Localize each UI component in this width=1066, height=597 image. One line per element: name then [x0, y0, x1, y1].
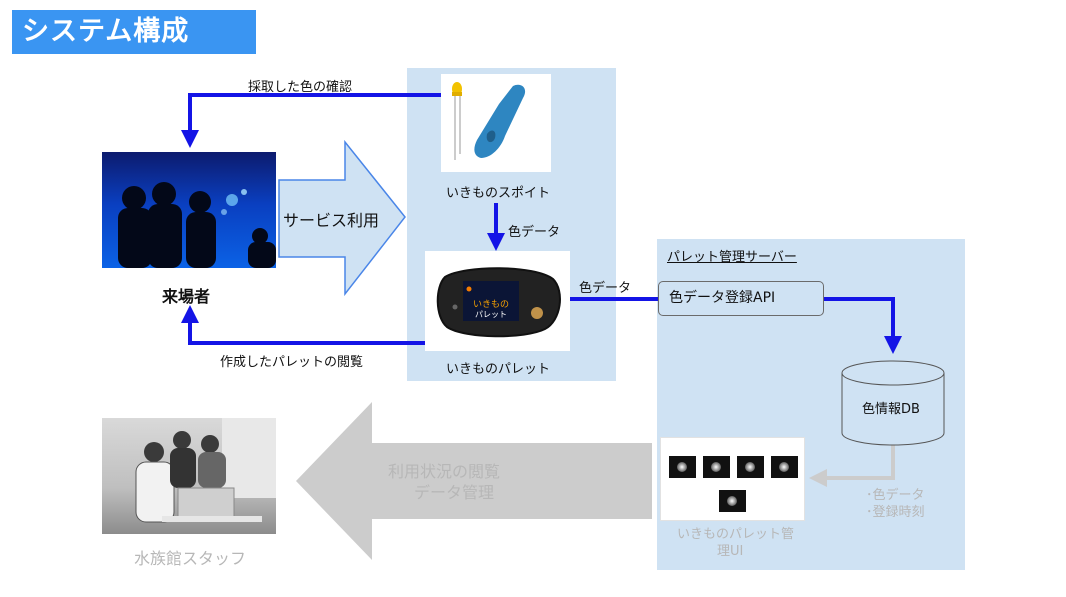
visitor-photo	[102, 152, 276, 268]
arrow-confirm-color	[181, 93, 441, 148]
label-db-output-line2: ･登録時刻	[866, 505, 925, 520]
label-palette: いきものパレット	[446, 362, 551, 377]
ui-tile	[737, 456, 764, 478]
dropper-device-icon	[474, 84, 526, 158]
page-title: システム構成	[22, 16, 190, 47]
label-db-output-line1: ･色データ	[866, 488, 925, 503]
label-dropper: いきものスポイト	[446, 186, 551, 201]
ui-tile	[703, 456, 730, 478]
label-staff-action-line1: 利用状況の閲覧	[388, 462, 501, 481]
aquarium-silhouettes-icon	[118, 182, 276, 268]
admin-ui-screenshot	[660, 437, 805, 521]
label-color-data-2: 色データ	[579, 281, 632, 296]
dropper-image	[441, 74, 551, 172]
palette-image: いきもの パレット	[425, 251, 570, 351]
ui-tile	[719, 490, 746, 512]
label-visitor: 来場者	[162, 287, 211, 306]
staff-action-arrow	[296, 402, 652, 560]
led-icon	[452, 82, 462, 160]
label-staff-action-line2: データ管理	[414, 483, 495, 502]
label-service-use: サービス利用	[283, 211, 380, 230]
database-cylinder-icon	[841, 360, 945, 446]
label-color-data-1: 色データ	[508, 225, 561, 240]
service-use-arrow	[278, 139, 406, 297]
arrow-db-to-admin-ui	[809, 443, 895, 487]
api-box: 色データ登録API	[658, 281, 824, 316]
label-admin-ui-line2: 理UI	[717, 544, 744, 559]
staff-photo	[102, 418, 276, 534]
label-db: 色情報DB	[862, 402, 920, 417]
label-server-title: パレット管理サーバー	[667, 250, 797, 265]
label-view-palette: 作成したパレットの閲覧	[220, 355, 364, 370]
title-bar	[12, 10, 256, 54]
label-staff: 水族館スタッフ	[134, 549, 247, 568]
label-admin-ui-line1: いきものパレット管	[677, 527, 795, 542]
ui-tile	[669, 456, 696, 478]
ui-tile	[771, 456, 798, 478]
device-screen-line1: いきもの	[473, 300, 510, 310]
arrow-view-palette	[181, 305, 425, 345]
office-people-icon	[135, 418, 276, 523]
device-screen-line2: パレット	[475, 310, 507, 319]
palette-device-icon	[436, 267, 561, 338]
label-confirm-color: 採取した色の確認	[248, 80, 353, 95]
arrow-api-to-db	[824, 297, 902, 354]
